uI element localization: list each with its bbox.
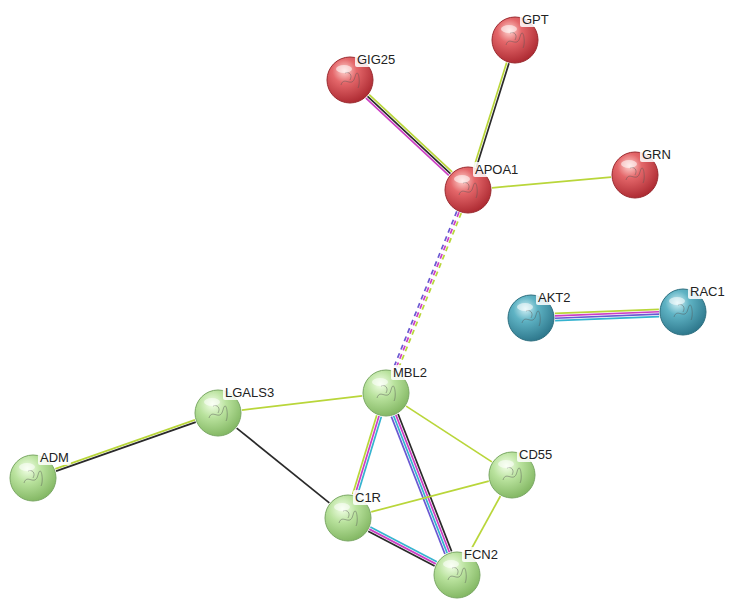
interaction-edge [368,527,437,566]
evidence-line [55,420,195,469]
protein-label: LGALS3 [223,385,276,400]
protein-node: C1R [323,493,373,543]
protein-label: CD55 [517,447,554,462]
evidence-line [492,177,611,188]
evidence-line [368,531,434,566]
protein-node: LGALS3 [193,388,243,438]
interaction-edge [492,177,611,188]
evidence-line [406,406,492,462]
evidence-line [368,96,451,173]
protein-node: ADM [8,453,58,503]
interaction-edge [55,420,196,471]
protein-label: RAC1 [688,284,727,299]
evidence-line [397,213,461,371]
evidence-line [393,211,457,369]
protein-label: APOA1 [473,162,520,177]
interaction-edge [371,481,489,512]
evidence-line [355,416,379,495]
evidence-line [391,417,445,554]
protein-label: GRN [640,147,673,162]
protein-node: FCN2 [432,550,482,600]
protein-node: APOA1 [443,165,493,215]
protein-node: AKT2 [506,293,556,343]
evidence-line [369,95,452,172]
interaction-edge [555,309,659,320]
protein-node: GRN [610,150,660,200]
evidence-line [369,529,435,564]
protein-label: C1R [353,490,383,505]
evidence-line [555,317,659,321]
interaction-edge [469,496,501,554]
evidence-line [469,496,501,554]
interaction-edge [353,415,382,495]
evidence-line [394,416,448,553]
protein-label: GPT [520,12,551,27]
evidence-line [371,481,489,512]
evidence-line [370,527,436,562]
interaction-edge [406,406,492,462]
evidence-line [353,415,377,494]
evidence-line [366,98,449,175]
protein-label: ADM [38,450,71,465]
protein-label: GIG25 [355,52,397,67]
evidence-line [474,63,507,167]
protein-node: MBL2 [361,368,411,418]
evidence-line [395,212,459,370]
protein-label: FCN2 [462,547,500,562]
protein-node: RAC1 [658,287,708,337]
evidence-line [237,428,330,503]
evidence-line [398,414,452,551]
interaction-edge [393,211,461,371]
protein-node: GIG25 [325,55,375,105]
protein-label: AKT2 [536,290,573,305]
interaction-edge [366,95,452,176]
interaction-edge [237,428,330,503]
interaction-edge [474,63,509,168]
protein-label: MBL2 [391,365,429,380]
protein-node: GPT [490,15,540,65]
evidence-line [476,63,509,167]
evidence-line [56,422,196,471]
interaction-edge [391,414,451,554]
evidence-line [357,417,381,496]
protein-node: CD55 [487,450,537,500]
evidence-line [396,415,450,552]
